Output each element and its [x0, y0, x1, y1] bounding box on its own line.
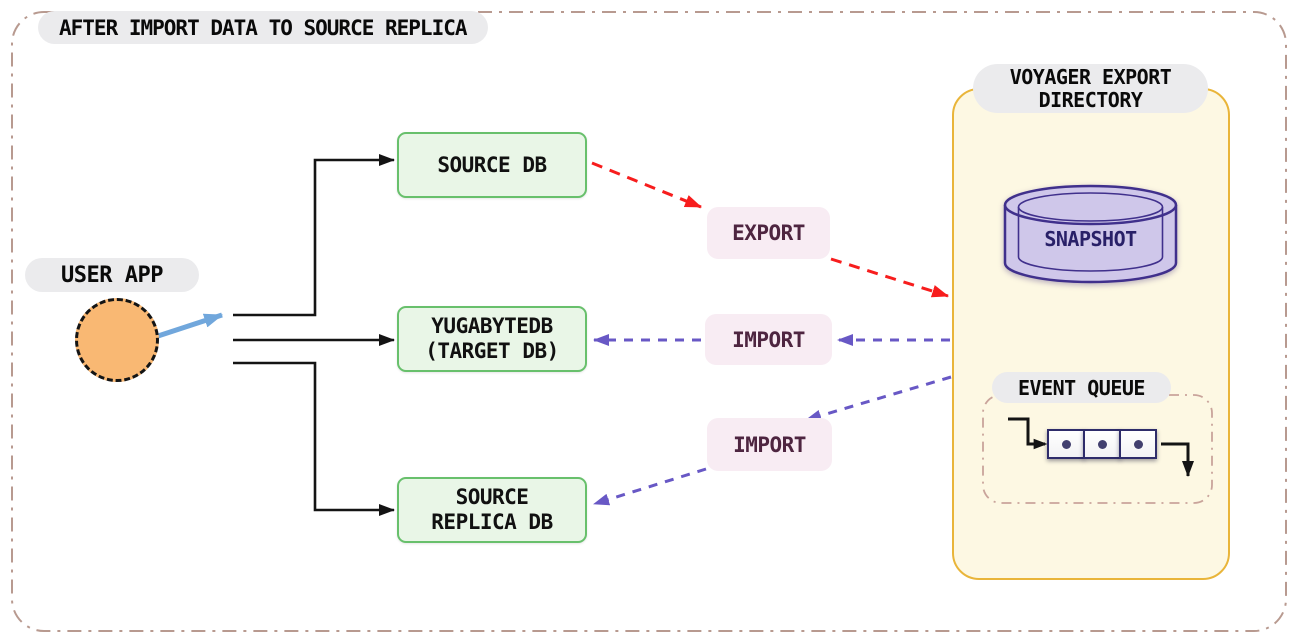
- node-source-replica-db-label-line1: SOURCE: [455, 485, 529, 509]
- queue-cell: [1083, 429, 1121, 459]
- user-app-arrow: [157, 312, 224, 339]
- node-source-replica-db-label-line2: REPLICA DB: [431, 510, 553, 534]
- user-app-label: USER APP: [25, 258, 199, 292]
- import-to-replica-operation-label: IMPORT: [707, 418, 832, 471]
- node-source-db: SOURCE DB: [397, 132, 587, 198]
- branch-line-source-replica-db: [233, 361, 395, 516]
- node-target-db-label-line2: (TARGET DB): [425, 339, 559, 363]
- node-target-db-label-line1: YUGABYTEDB: [431, 314, 553, 338]
- voyager-panel-title-line2: DIRECTORY: [1038, 87, 1143, 112]
- queue-cell: [1047, 429, 1085, 459]
- export-arrow-label-to-panel: [830, 257, 950, 298]
- queue-item-dot-icon: [1097, 439, 1107, 449]
- queue-item-dot-icon: [1133, 439, 1143, 449]
- voyager-export-directory-panel: [952, 88, 1230, 580]
- queue-item-dot-icon: [1061, 439, 1071, 449]
- queue-cell: [1119, 429, 1157, 459]
- user-app-circle: [75, 298, 159, 382]
- voyager-panel-title: VOYAGER EXPORT DIRECTORY: [973, 64, 1208, 113]
- import-arrow-label-to-replicadb: [593, 467, 707, 506]
- node-source-db-label: SOURCE DB: [437, 152, 547, 177]
- voyager-panel-title-line1: VOYAGER EXPORT: [1009, 64, 1172, 89]
- diagram-title: AFTER IMPORT DATA TO SOURCE REPLICA: [38, 11, 488, 44]
- event-queue-label: EVENT QUEUE: [992, 372, 1171, 403]
- snapshot-label: SNAPSHOT: [1044, 227, 1137, 251]
- node-target-db: YUGABYTEDB (TARGET DB): [397, 306, 587, 372]
- export-arrow-sourcedb-to-label: [591, 161, 702, 209]
- branch-line-source-db: [233, 154, 395, 317]
- export-operation-label: EXPORT: [707, 207, 830, 259]
- event-queue-items: [1047, 429, 1157, 459]
- import-arrow-panel-to-replica-label: [805, 375, 952, 422]
- snapshot-cylinder: SNAPSHOT: [1003, 183, 1178, 285]
- import-to-target-operation-label: IMPORT: [705, 314, 832, 365]
- node-source-replica-db: SOURCE REPLICA DB: [397, 477, 587, 543]
